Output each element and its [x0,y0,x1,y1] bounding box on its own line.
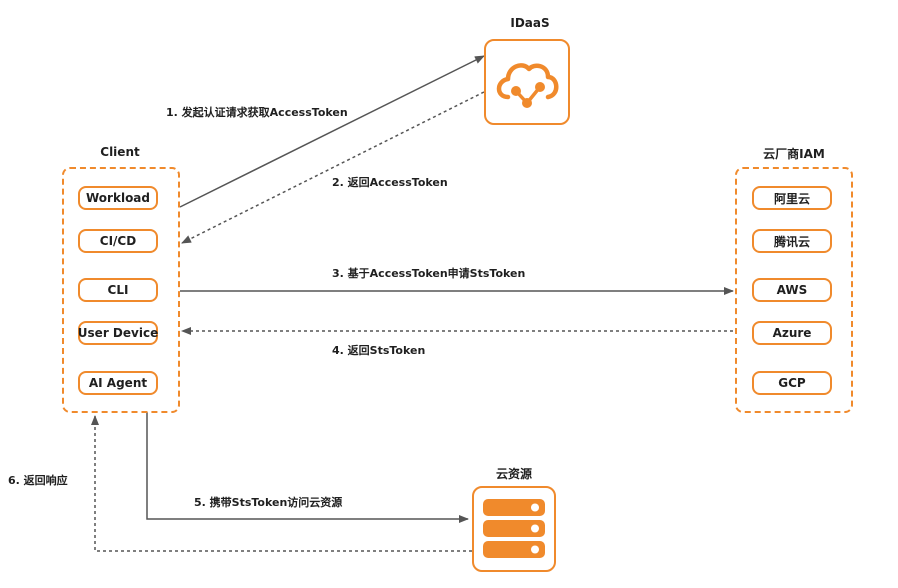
cloud-iam-item-azure: Azure [752,321,832,345]
edge-3-label: 3. 基于AccessToken申请StsToken [332,267,526,280]
cloud-iam-group [735,167,853,413]
client-item-ai-agent: AI Agent [78,371,158,395]
edge-2-arrow [181,91,485,244]
server-stack-icon [483,499,545,558]
client-item-ci-cd: CI/CD [78,229,158,253]
edge-5-label: 5. 携带StsToken访问云资源 [194,496,343,509]
edge-5-arrow [146,412,469,523]
cloud-iam-item-aliyun: 阿里云 [752,186,832,210]
client-item-user-device: User Device [78,321,158,345]
cloud-iam-item-gcp: GCP [752,371,832,395]
edge-6-arrow [91,415,472,552]
idaas-node [484,39,570,125]
client-title: Client [100,145,140,159]
cloud-resource-node [472,486,556,572]
cloud-iam-item-aws: AWS [752,278,832,302]
cloud-iam-title: 云厂商IAM [763,147,825,161]
cloud-iam-item-tencent: 腾讯云 [752,229,832,253]
edge-6-label: 6. 返回响应 [8,474,68,487]
client-group [62,167,180,413]
idaas-title: IDaaS [510,16,550,30]
cloud-network-icon [496,63,559,108]
edge-1-label: 1. 发起认证请求获取AccessToken [166,106,348,119]
edge-2-label: 2. 返回AccessToken [332,176,448,189]
edge-1-arrow [179,55,485,208]
client-item-workload: Workload [78,186,158,210]
cloud-resource-title: 云资源 [495,467,532,481]
client-item-cli: CLI [78,278,158,302]
edge-4-label: 4. 返回StsToken [332,344,426,357]
